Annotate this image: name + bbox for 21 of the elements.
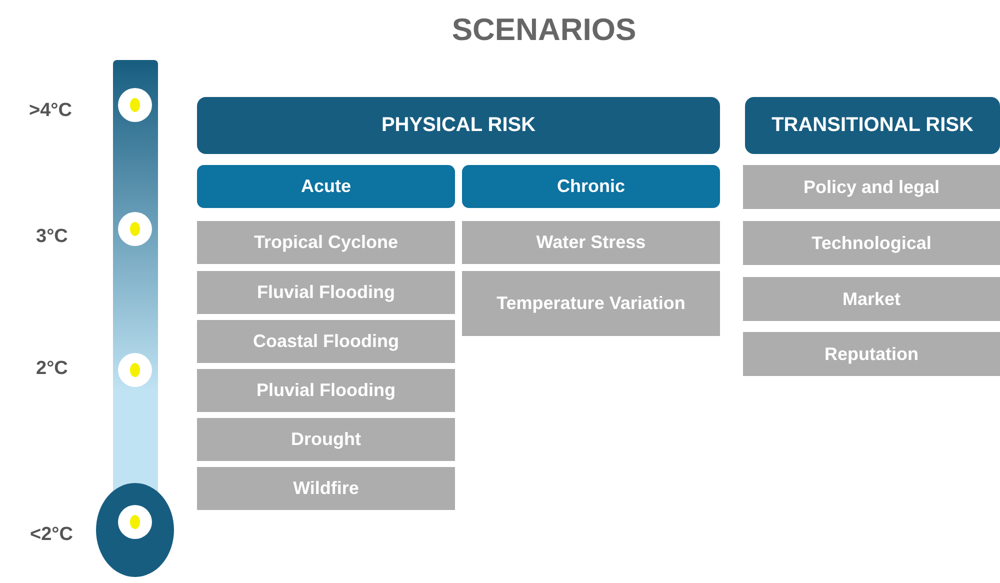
risk-item-box: Technological (743, 221, 1000, 265)
risk-item-box: Policy and legal (743, 165, 1000, 209)
category-header-box: PHYSICAL RISK (197, 97, 720, 154)
temperature-label: 3°C (36, 226, 68, 248)
subcategory-box: Acute (197, 165, 455, 208)
risk-item-box: Wildfire (197, 467, 455, 510)
risk-item-box: Pluvial Flooding (197, 369, 455, 412)
subcategory-box: Chronic (462, 165, 720, 208)
temperature-label: 2°C (36, 358, 68, 380)
category-header-box: TRANSITIONAL RISK (745, 97, 1000, 154)
risk-item-box: Temperature Variation (462, 271, 720, 336)
risk-item-box: Fluvial Flooding (197, 271, 455, 314)
risk-item-box: Reputation (743, 332, 1000, 376)
temperature-label: >4°C (29, 100, 72, 122)
risk-item-box: Market (743, 277, 1000, 321)
risk-item-box: Coastal Flooding (197, 320, 455, 363)
diagram-title: SCENARIOS (450, 12, 638, 48)
temperature-label: <2°C (30, 524, 73, 546)
risk-item-box: Drought (197, 418, 455, 461)
risk-item-box: Water Stress (462, 221, 720, 264)
risk-item-box: Tropical Cyclone (197, 221, 455, 264)
